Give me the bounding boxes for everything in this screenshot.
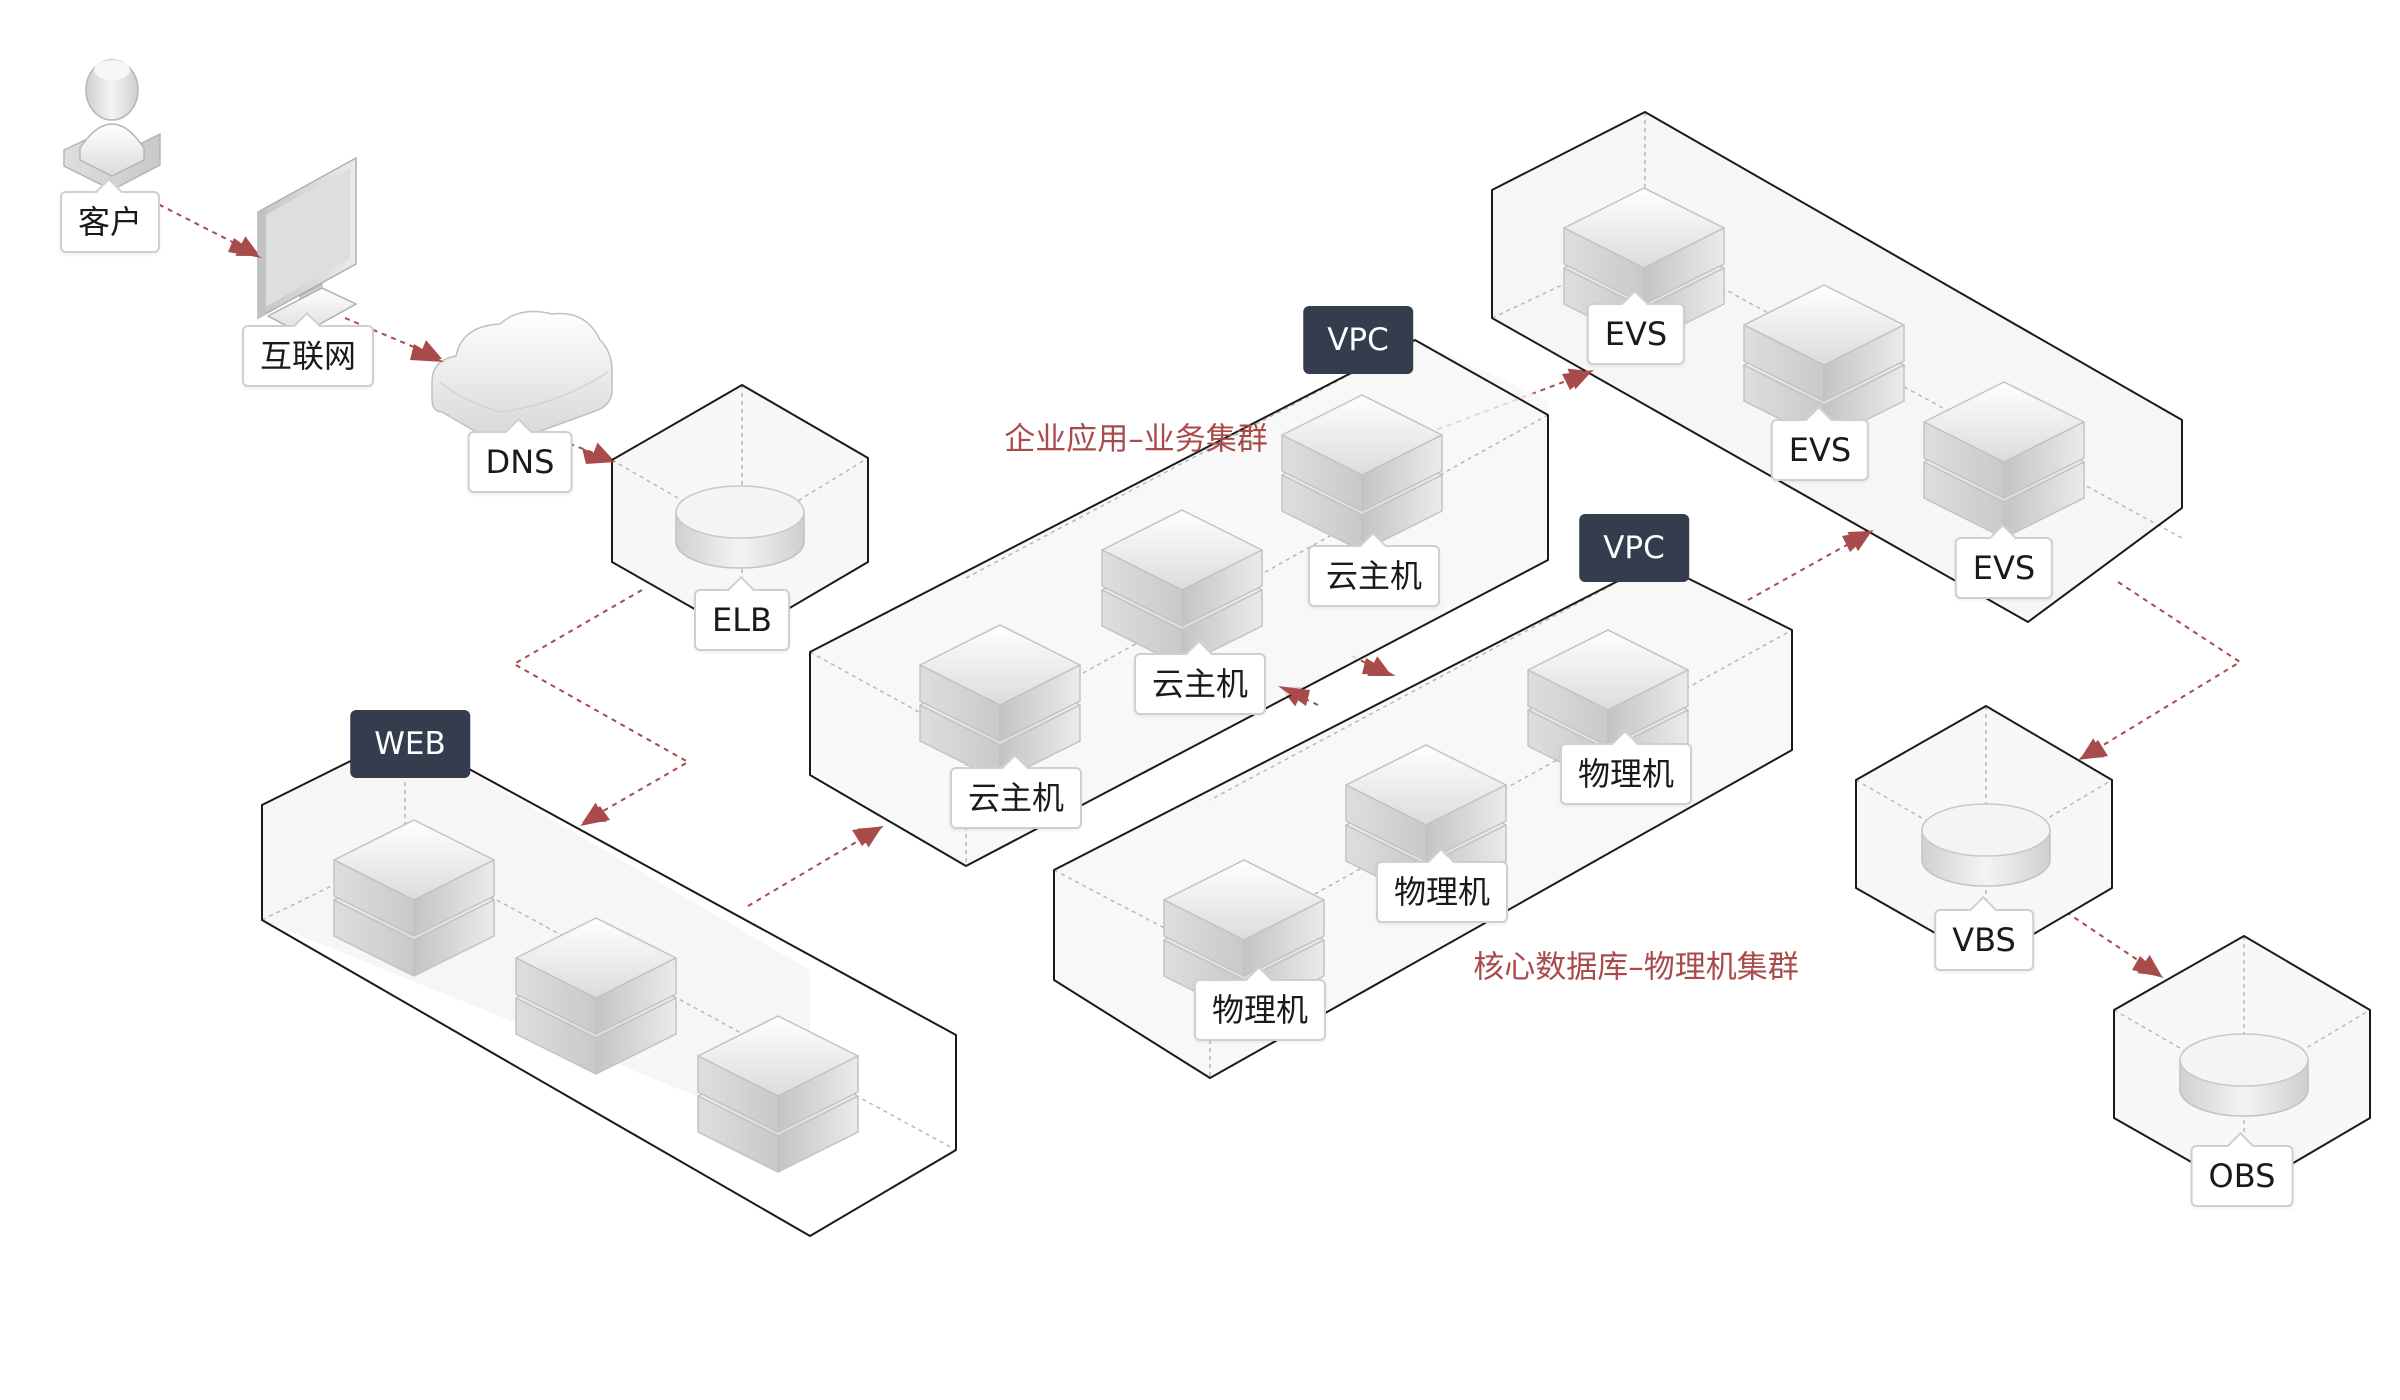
elb-label: ELB: [694, 589, 790, 651]
link-evs-vbs: [2080, 581, 2242, 760]
app-vpc-tag: VPC: [1303, 306, 1413, 374]
vbs-node: [1855, 705, 2113, 963]
vbs-label: VBS: [1934, 909, 2034, 971]
cloud-icon: [431, 310, 613, 444]
app-cluster-caption: 企业应用–业务集群: [1004, 421, 1268, 458]
evs-group: [1491, 111, 2183, 623]
client-label: 客户: [59, 191, 161, 253]
person-icon: [63, 59, 161, 191]
app-server-2-label: 云主机: [1133, 653, 1267, 715]
db-server-2-label: 物理机: [1375, 861, 1509, 923]
evs-disk-1-label: EVS: [1586, 303, 1686, 365]
obs-node: [2113, 935, 2371, 1193]
web-group: [261, 733, 957, 1237]
load-balancer-icon: [675, 485, 805, 569]
link-elb-web: [511, 589, 691, 824]
dns-label: DNS: [467, 431, 573, 493]
monitor-icon: [257, 156, 358, 335]
evs-disk-3-label: EVS: [1954, 537, 2054, 599]
vbs-disk-icon: [1921, 803, 2051, 887]
db-server-3-label: 物理机: [1559, 743, 1693, 805]
db-cluster-caption: 核心数据库–物理机集群: [1473, 949, 1799, 986]
link-db-evs: [1747, 530, 1872, 601]
link-app-evs: [1371, 368, 1593, 455]
arrowheads: [228, 238, 2164, 978]
app-server-3-label: 云主机: [1307, 545, 1441, 607]
internet-label: 互联网: [241, 325, 375, 387]
app-server-1-label: 云主机: [949, 767, 1083, 829]
db-vpc-tag: VPC: [1579, 514, 1689, 582]
obs-disk-icon: [2179, 1033, 2309, 1117]
link-internet-dns: [344, 317, 443, 361]
db-server-1-label: 物理机: [1193, 979, 1327, 1041]
evs-disk-2-label: EVS: [1770, 419, 1870, 481]
web-group-tag: WEB: [350, 710, 470, 778]
elb-node: [611, 384, 869, 637]
obs-label: OBS: [2190, 1145, 2294, 1207]
